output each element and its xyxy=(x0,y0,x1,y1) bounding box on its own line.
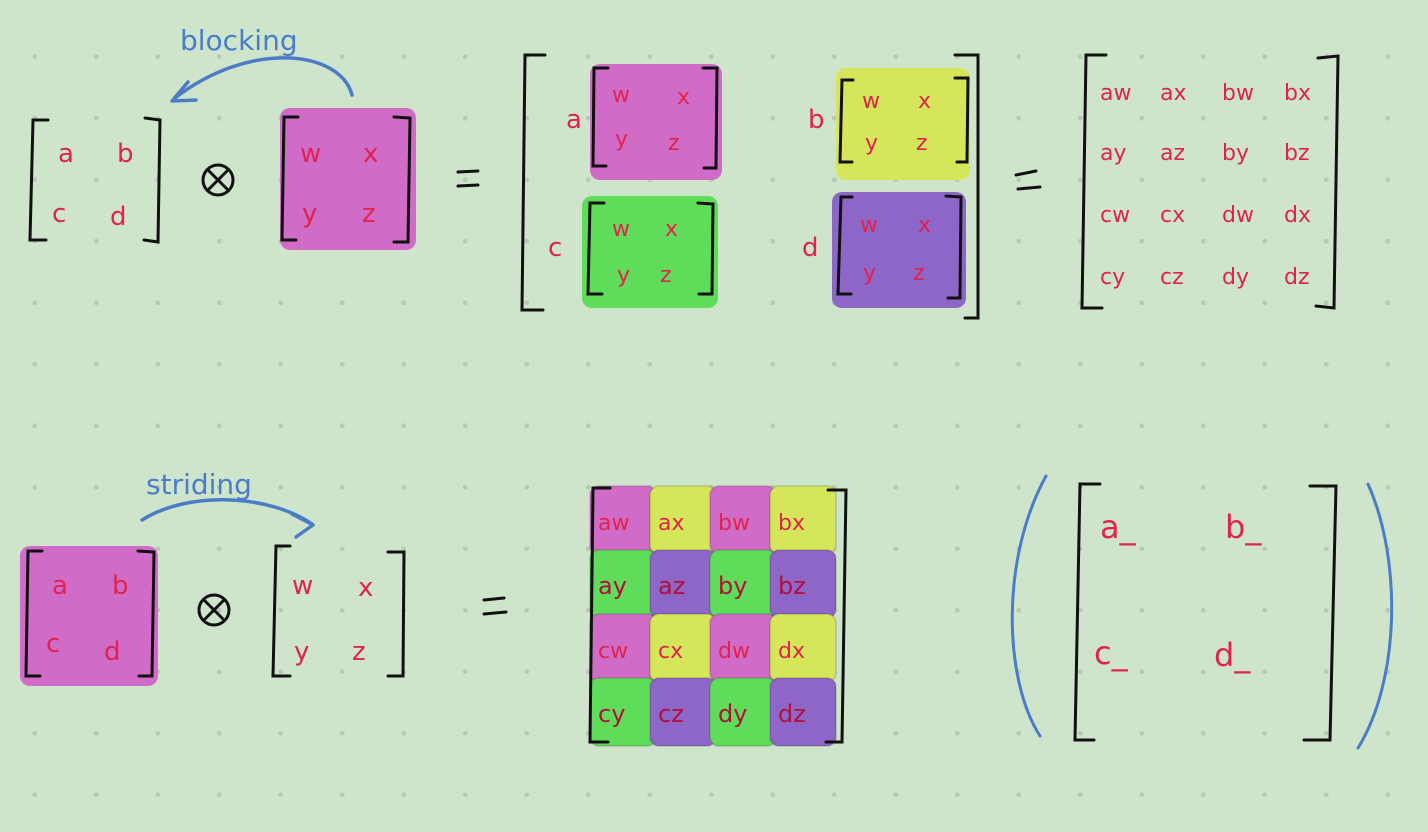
bottom-result-cell: by xyxy=(718,572,747,600)
block-b-y: y xyxy=(865,131,878,156)
top-result-cell: bz xyxy=(1284,141,1310,166)
bottom-left-matrix: a b c d xyxy=(20,546,158,686)
bottom-right-matrix: w x y z xyxy=(271,544,406,678)
paren-d: d_ xyxy=(1214,636,1251,674)
bottom-result-cell-bg xyxy=(769,677,837,747)
block-c-w: w xyxy=(612,217,630,242)
striding-arrow xyxy=(140,498,315,539)
block-label-c: c xyxy=(548,233,562,263)
block-d-x: x xyxy=(918,213,931,238)
block-b-w: w xyxy=(862,89,880,114)
top-left-d: d xyxy=(110,202,127,232)
top-result-cell: bx xyxy=(1284,81,1311,106)
top-result-cell: az xyxy=(1160,141,1185,166)
top-tensor-operator xyxy=(201,163,235,197)
block-label-b: b xyxy=(808,105,825,135)
striding-label: striding xyxy=(146,468,252,501)
block-a-z: z xyxy=(668,131,680,156)
bottom-result-cells: aw ax bw bx ay az by bz cw cx dw dx cy cz dy dz xyxy=(589,485,837,747)
block-label-a: a xyxy=(566,105,582,135)
bottom-result-cell: dw xyxy=(718,639,750,664)
paren-b: b_ xyxy=(1225,508,1262,546)
block-a-w: w xyxy=(612,83,630,108)
bottom-left-a: a xyxy=(52,571,68,601)
bottom-right-y: y xyxy=(294,637,309,667)
block-b-z: z xyxy=(916,131,928,156)
bottom-result-cell: az xyxy=(658,572,685,600)
paren-c: c_ xyxy=(1094,634,1129,672)
bottom-left-b: b xyxy=(112,571,129,601)
top-result-cell: dw xyxy=(1222,203,1254,228)
bottom-result-cell: ay xyxy=(598,572,627,600)
top-result-cell: by xyxy=(1222,141,1249,166)
block-label-d: d xyxy=(802,233,819,263)
top-result-cell: cz xyxy=(1160,265,1184,290)
block-c-x: x xyxy=(665,217,678,242)
top-right-matrix: w x y z xyxy=(280,108,416,250)
top-result-cell: cw xyxy=(1100,203,1130,228)
top-result-cell: bw xyxy=(1222,81,1254,106)
bottom-result-cell: bx xyxy=(778,511,805,536)
top-result-cell: cy xyxy=(1100,265,1125,290)
blocking-arrow xyxy=(170,56,354,103)
block-b-x: x xyxy=(918,89,931,114)
top-left-b: b xyxy=(117,139,134,169)
top-result-cell: dz xyxy=(1284,265,1310,290)
bottom-result-cell: cz xyxy=(658,700,684,728)
bottom-result-cell: dz xyxy=(778,700,806,728)
top-result-cell: ax xyxy=(1160,81,1187,106)
bottom-result-matrix xyxy=(588,486,848,744)
top-equals-2 xyxy=(1014,169,1042,191)
block-d-w: w xyxy=(860,213,878,238)
block-a-y: y xyxy=(615,127,628,152)
top-result-cell: aw xyxy=(1100,81,1131,106)
bottom-tensor-operator xyxy=(197,593,231,627)
bottom-right-x: x xyxy=(358,573,373,603)
bottom-left-c: c xyxy=(46,629,60,659)
paren-a: a_ xyxy=(1100,508,1137,546)
block-c-y: y xyxy=(617,263,630,288)
top-left-c: c xyxy=(52,199,66,229)
block-c-z: z xyxy=(660,263,672,288)
top-result-cell: dy xyxy=(1222,265,1249,290)
top-left-matrix: a b c d xyxy=(28,116,162,244)
bottom-result-cell: dy xyxy=(718,700,747,728)
top-block-matrix: a w x y z b w x y z c w x y z d w x y z xyxy=(520,53,980,320)
bottom-equals xyxy=(482,596,508,616)
top-equals-1 xyxy=(456,169,480,188)
top-right-z: z xyxy=(362,199,376,229)
paren-matrix: a_ b_ c_ d_ xyxy=(1010,474,1394,750)
bottom-right-z: z xyxy=(352,637,366,667)
top-result-cell: dx xyxy=(1284,203,1311,228)
bottom-result-cell: cy xyxy=(598,700,625,728)
top-result-cell: ay xyxy=(1100,141,1127,166)
block-a-x: x xyxy=(677,85,690,110)
bottom-result-cell: bz xyxy=(778,572,806,600)
blocking-label: blocking xyxy=(180,24,298,57)
bottom-result-cell: ax xyxy=(658,511,685,536)
top-right-w: w xyxy=(300,139,321,169)
top-left-a: a xyxy=(58,139,74,169)
bottom-result-cell: cw xyxy=(598,639,628,664)
top-result-matrix xyxy=(1080,53,1340,310)
bottom-result-cell: dx xyxy=(778,639,805,664)
bottom-right-w: w xyxy=(292,571,313,601)
bottom-result-cell: bw xyxy=(718,511,750,536)
bottom-result-cell: cx xyxy=(658,639,683,664)
top-result-cell: cx xyxy=(1160,203,1185,228)
bottom-result-cell: aw xyxy=(598,511,629,536)
top-right-x: x xyxy=(363,139,378,169)
bottom-left-d: d xyxy=(104,637,121,667)
top-right-y: y xyxy=(302,199,317,229)
block-d-z: z xyxy=(913,261,925,286)
top-result-cells: aw ax bw bx ay az by bz cw cx dw dx cy cz dy dz xyxy=(1100,81,1311,290)
block-d-y: y xyxy=(863,261,876,286)
